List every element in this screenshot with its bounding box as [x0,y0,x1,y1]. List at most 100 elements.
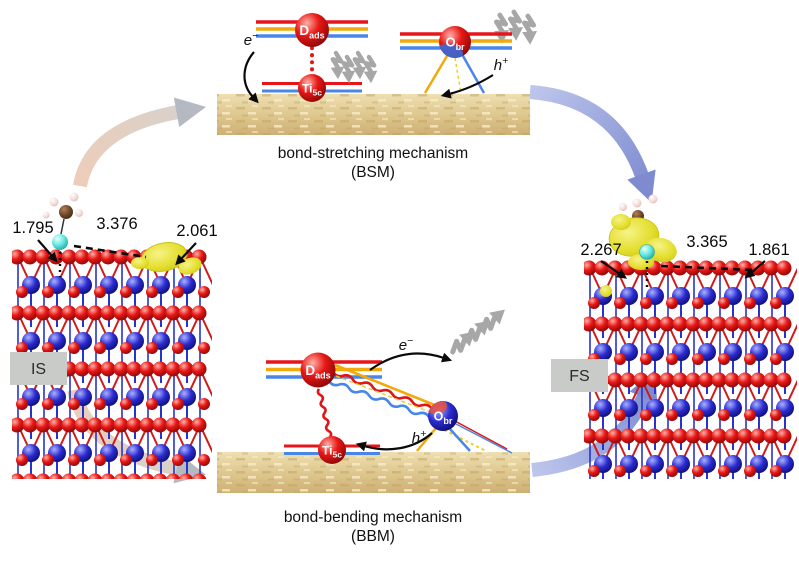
bsm-hole-label: h+ [494,55,508,74]
oxygen-atom [744,465,756,477]
bbm-dads-label: Dads [305,363,330,381]
oxygen-atom [692,353,704,365]
oxygen-atom [620,428,636,444]
oxygen-atom [672,316,688,332]
oxygen-atom [744,353,756,365]
oxygen-atom [620,372,636,388]
oxygen-atom [12,249,25,265]
bsm-surface-texture [217,94,530,135]
oxygen-atom [198,454,210,466]
oxygen-atom [87,361,103,377]
oxygen-atom [68,454,80,466]
oxygen-atom [178,361,194,377]
oxygen-atom [126,361,142,377]
oxygen-atom [750,428,766,444]
bsm-panel: Dads Ti5c e− Obr [217,12,537,181]
oxygen-atom [633,316,649,332]
oxygen-atom [113,417,129,433]
obr-row-red [452,419,508,450]
is-separation-dashed-line [73,244,147,259]
oxygen-atom [87,473,103,479]
oxygen-atom [692,465,704,477]
fs-state-label: FS [569,368,589,385]
bsm-title: bond-stretching mechanism [278,145,468,162]
deuterium-atom [52,234,68,250]
fs-distance-2: 3.365 [686,233,727,251]
oxygen-atom [584,428,597,444]
oxygen-atom [139,361,155,377]
oxygen-atom [724,316,740,332]
oxygen-atom [35,473,51,479]
oxygen-atom [763,372,779,388]
oxygen-atom [770,409,782,421]
oxygen-atom [12,417,25,433]
oxygen-atom [16,342,28,354]
oxygen-atom [698,260,714,276]
oxygen-atom [763,260,779,276]
obr-leg-dotted [443,429,487,452]
oxygen-atom [718,409,730,421]
bsm-dads-sphere [295,13,329,47]
bsm-electron-arrow [243,51,259,104]
oxygen-atom [711,372,727,388]
oxygen-atom [126,417,142,433]
is-distance-1: 1.795 [12,219,53,237]
obr-leg-orange [416,427,437,452]
deuterium-atom [639,244,655,260]
oxygen-atom [16,286,28,298]
oxygen-atom [22,417,38,433]
is-state-box [10,352,67,385]
oxygen-atom [718,465,730,477]
bbm-obr-label: Obr [434,410,453,427]
oxygen-atom [48,305,64,321]
oxygen-atom [172,454,184,466]
oxygen-atom [633,428,649,444]
oxygen-atom [724,428,740,444]
oxygen-atom [640,353,652,365]
oxygen-atom [152,305,168,321]
oxygen-atom [666,465,678,477]
bbm-vertical-spring [316,388,333,438]
oxygen-atom [152,473,168,479]
bbm-yellow-dotted-bond [335,375,431,413]
oxygen-atom [191,361,207,377]
oxygen-atom [87,249,103,265]
bbm-title: bond-bending mechanism [284,509,462,526]
oxygen-atom [16,454,28,466]
oxygen-atom [178,417,194,433]
oxygen-atom [666,409,678,421]
oxygen-atom [100,361,116,377]
oxygen-atom [178,473,194,479]
oxygen-atom [776,428,792,444]
oxygen-atom [100,249,116,265]
bbm-electron-arrow [369,352,453,371]
bbm-abbr: (BBM) [351,528,395,545]
oxygen-atom [100,473,116,479]
oxygen-atom [94,286,106,298]
oxygen-atom [659,372,675,388]
arrow-bsm-to-fs [529,85,656,203]
oxygen-atom [737,372,753,388]
final-state: 2.267 3.365 1.861 FS [551,194,797,479]
bsm-hole-arrow [440,74,494,99]
oxygen-atom [672,428,688,444]
fs-distance-1-arrow [600,260,628,279]
oxygen-atom [666,297,678,309]
oxygen-atom [659,428,675,444]
oxygen-atom [672,372,688,388]
bbm-surface-texture [217,452,530,493]
bbm-dads-sphere [300,352,336,388]
oxygen-atom [87,305,103,321]
oxygen-atom [607,428,623,444]
oxygen-atom [74,305,90,321]
oxygen-atom [744,409,756,421]
oxygen-atom [614,465,626,477]
oxygen-atom [692,297,704,309]
oxygen-atom [42,286,54,298]
is-molecule [42,192,83,250]
oxygen-atom [711,316,727,332]
oxygen-atom [614,409,626,421]
oxygen-atom [198,398,210,410]
oxygen-atom [737,428,753,444]
